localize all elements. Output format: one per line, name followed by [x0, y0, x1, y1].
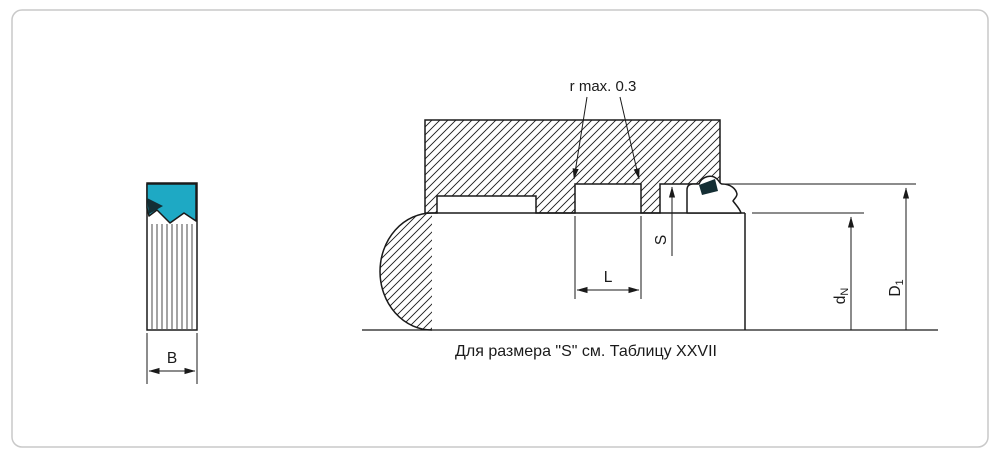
b-dimension-label: B — [167, 350, 177, 367]
installed-seal — [686, 175, 742, 214]
installation-drawing: r max. 0.3 L S dN D1 Для размера — [362, 78, 938, 360]
installed-seal-lip-shadow — [699, 179, 718, 195]
l-dimension-label: L — [604, 269, 613, 286]
radius-note-label: r max. 0.3 — [570, 78, 637, 95]
seal-cross-section: B — [146, 182, 198, 384]
figure-caption: Для размера "S" см. Таблицу XXVII — [455, 343, 717, 360]
dimension-d1: D1 — [887, 187, 910, 330]
radius-callout: r max. 0.3 — [570, 78, 640, 180]
dimension-b: B — [146, 333, 198, 384]
rod-end-outline — [379, 212, 433, 331]
radius-leader-right — [619, 96, 640, 180]
dimension-s: S — [653, 186, 676, 256]
rod-end-hatch — [380, 213, 432, 331]
seal-body-hatch — [151, 224, 193, 329]
d1-dimension-label: D1 — [887, 279, 906, 296]
dn-dimension-label: dN — [832, 288, 851, 305]
page-border — [11, 9, 989, 448]
dimension-l: L — [574, 216, 642, 299]
dimension-dn: dN — [752, 212, 864, 330]
radius-leader-left — [572, 96, 588, 180]
seal-lip-teal — [146, 183, 197, 224]
s-dimension-label: S — [653, 235, 670, 245]
seal-lip-shadow — [147, 198, 163, 214]
